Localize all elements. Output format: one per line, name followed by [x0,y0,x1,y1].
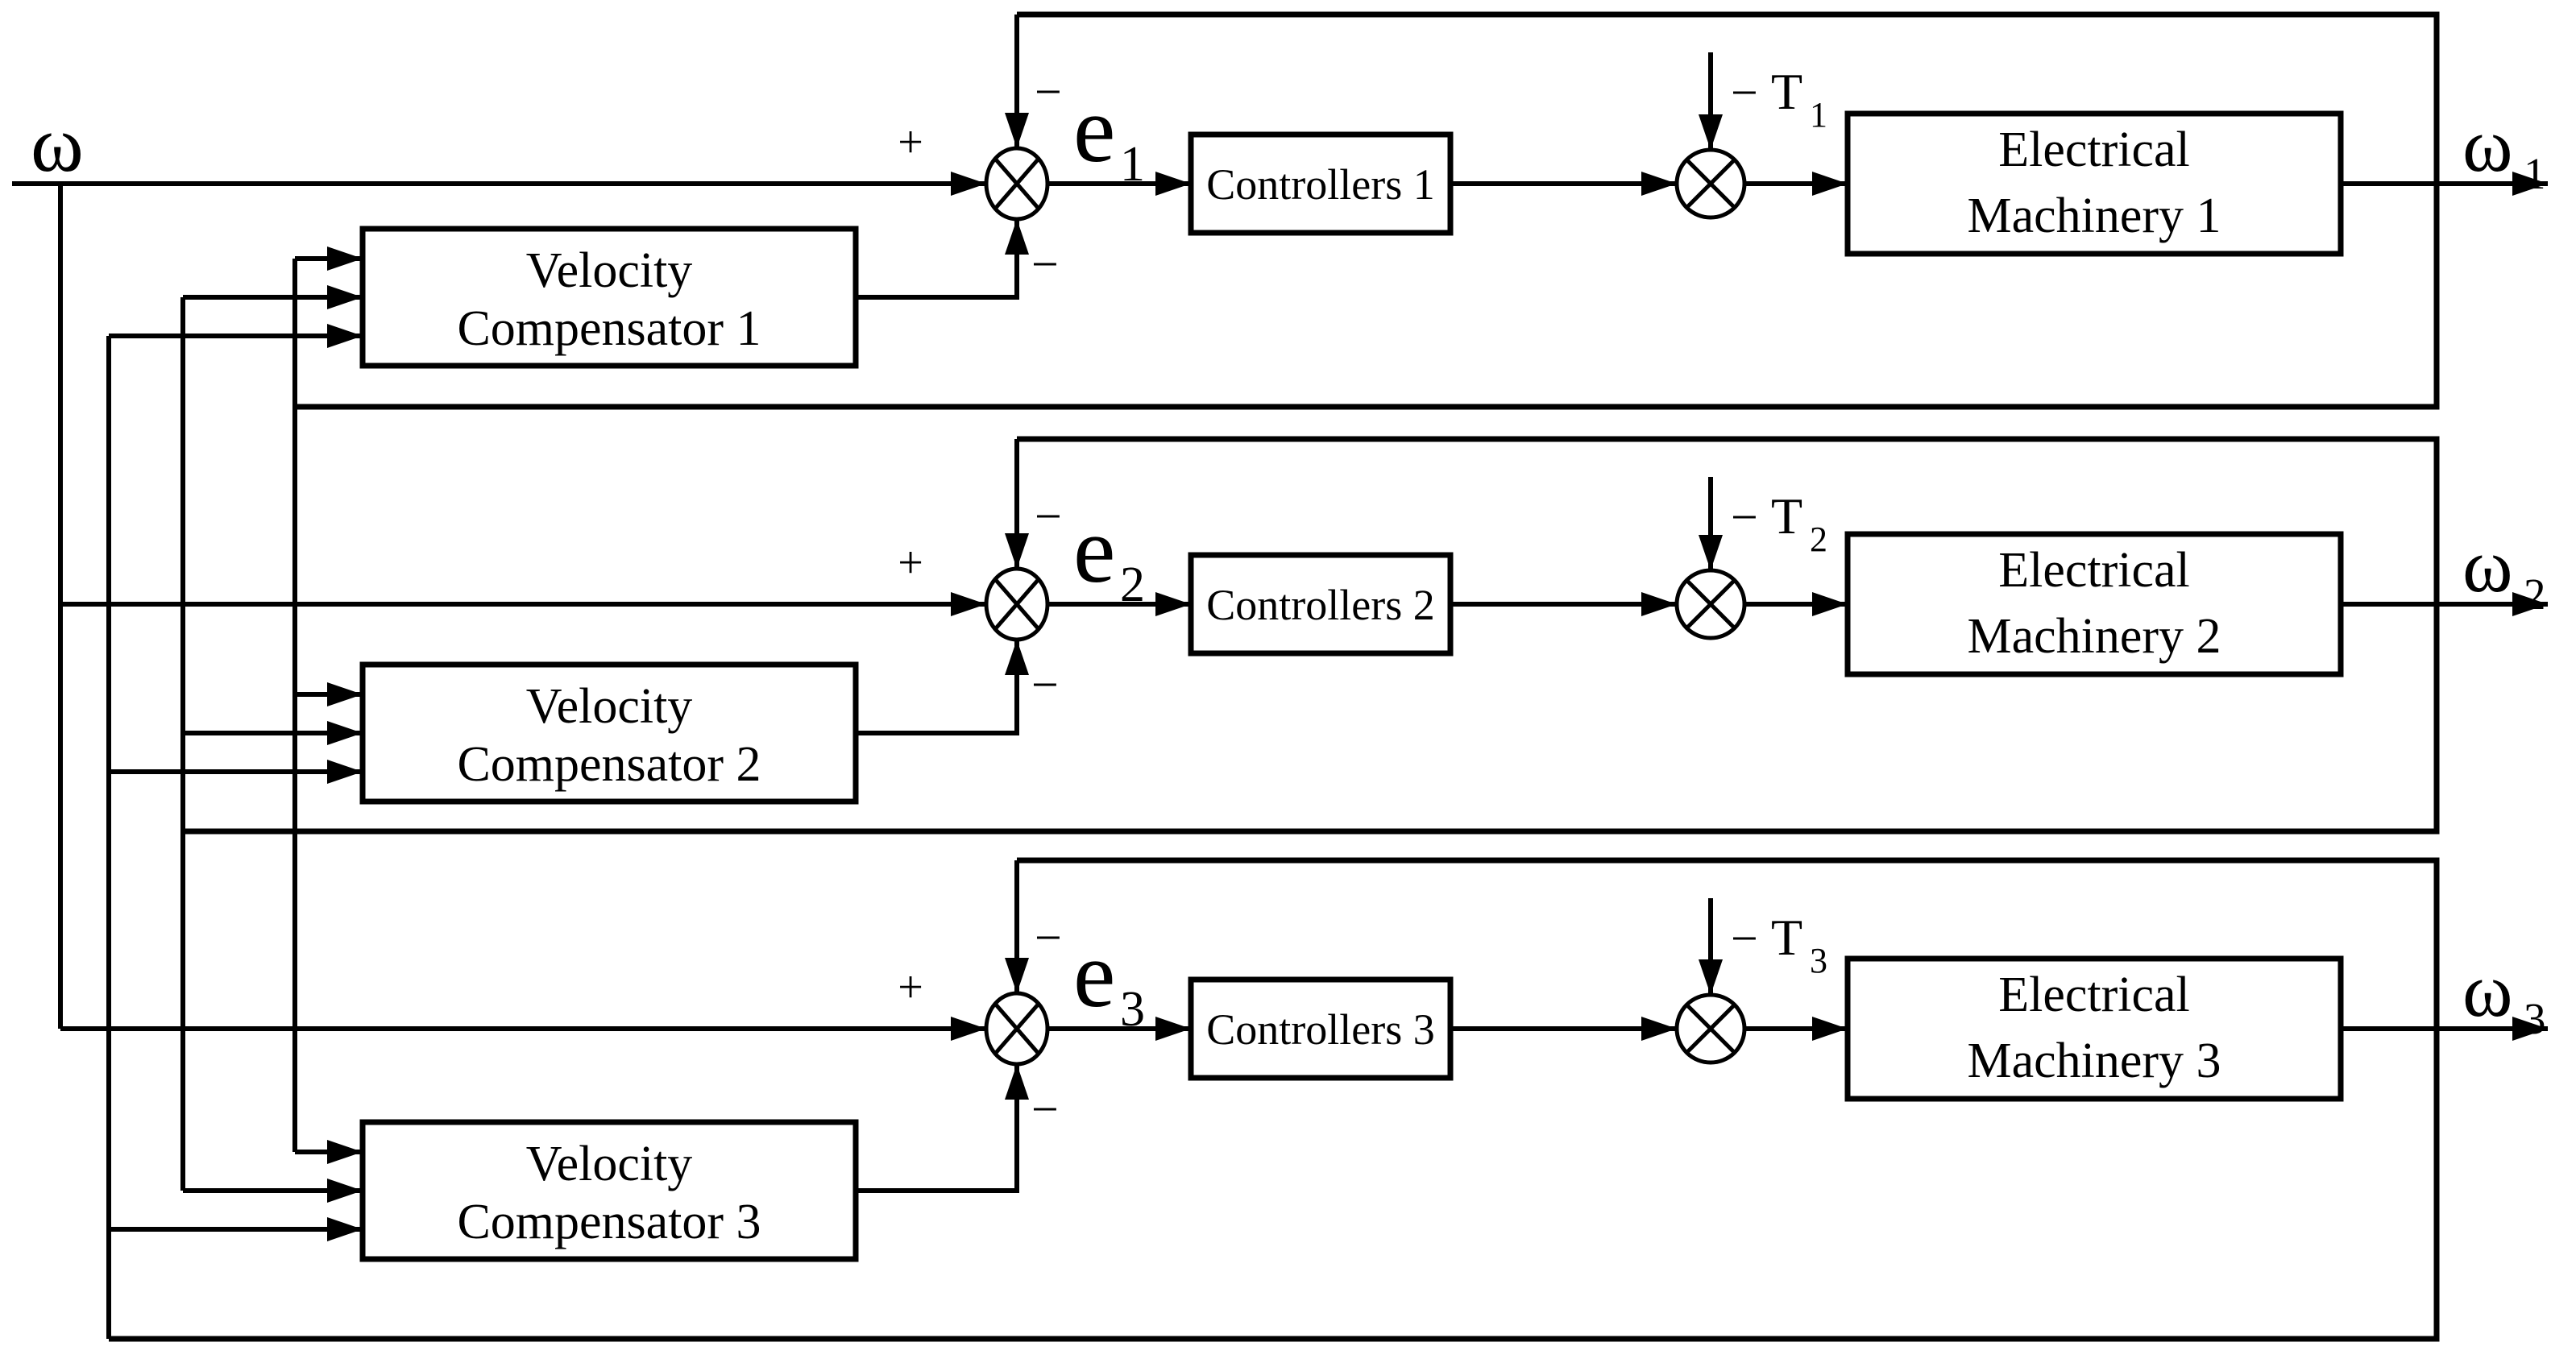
compensator-label-3-line1: Velocity [526,1137,693,1191]
error-label-3: e [1073,922,1115,1027]
bottom-minus-sign-1: − [1031,238,1059,291]
output-label-2-sub: 2 [2524,570,2546,619]
machinery-label-1-line2: Machinery 1 [1967,188,2221,243]
output-label-3-sub: 3 [2524,994,2546,1043]
machinery-label-1-line1: Electrical [1998,122,2190,177]
controllers-label-2: Controllers 2 [1206,581,1434,629]
machinery-label-3-line1: Electrical [1998,967,2190,1022]
summing-junction-1-cross [993,157,1040,210]
torque-junction-2-cross [1685,578,1736,630]
compensator-label-2-line1: Velocity [526,679,693,734]
bottom-minus-sign-3: − [1031,1083,1059,1136]
channel-2: − + e 2 Controllers 2 − T 2 Electrical M… [109,436,2548,835]
output-label-2: ω [2462,523,2513,608]
reference-input-label: ω [31,99,84,188]
disturbance-label-2-sub: 2 [1810,520,1827,559]
compensator-box-2 [359,661,859,805]
compensator-label-1-line2: Compensator 1 [457,301,761,356]
disturbance-minus-1: − [1731,66,1758,119]
output-label-3: ω [2462,947,2513,1033]
disturbance-label-3: T [1771,909,1802,966]
plus-sign-3: + [898,963,923,1013]
bottom-minus-sign-2: − [1031,658,1059,711]
error-label-1: e [1073,77,1115,182]
torque-junction-3-cross [1685,1003,1736,1054]
top-minus-sign-3: − [1035,911,1062,964]
compensator-label-3-line2: Compensator 3 [457,1195,761,1249]
channel-3: − + e 3 Controllers 3 − T 3 Electrical M… [109,857,2548,1342]
summing-junction-2-cross [993,578,1040,631]
controllers-label-3: Controllers 3 [1206,1005,1434,1054]
plus-sign-2: + [898,538,923,588]
compensator-label-1-line1: Velocity [526,243,693,298]
top-minus-sign-1: − [1035,65,1062,118]
output-label-1: ω [2462,102,2513,188]
torque-junction-1-cross [1685,158,1736,209]
compensator-1-output-line [856,219,1029,300]
compensator-3-output-line [856,1064,1029,1193]
disturbance-minus-2: − [1731,491,1758,544]
machinery-box-2 [1844,531,2344,677]
controllers-label-1: Controllers 1 [1206,160,1434,209]
disturbance-minus-3: − [1731,912,1758,965]
machinery-label-2-line2: Machinery 2 [1967,609,2221,664]
feedback-loop-1 [295,11,2440,410]
channel-1: − + e 1 Controllers 1 − T 1 Electrical M… [109,11,2548,410]
feedback-loop-3 [109,857,2440,1342]
disturbance-label-3-sub: 3 [1810,941,1827,980]
machinery-label-3-line2: Machinery 3 [1967,1034,2221,1088]
compensator-label-2-line2: Compensator 2 [457,737,761,792]
feedback-loop-2 [183,436,2440,835]
output-label-1-sub: 1 [2524,149,2546,198]
disturbance-label-1-sub: 1 [1810,95,1827,135]
compensator-box-3 [359,1119,859,1262]
disturbance-label-1: T [1771,63,1802,120]
disturbance-label-2: T [1771,487,1802,545]
plus-sign-1: + [898,118,923,168]
machinery-box-1 [1844,110,2344,257]
compensator-2-output-line [856,640,1029,735]
machinery-box-3 [1844,955,2344,1102]
machinery-label-2-line1: Electrical [1998,543,2190,598]
error-label-2: e [1073,497,1115,603]
top-minus-sign-2: − [1035,490,1062,543]
summing-junction-3-cross [993,1002,1040,1055]
